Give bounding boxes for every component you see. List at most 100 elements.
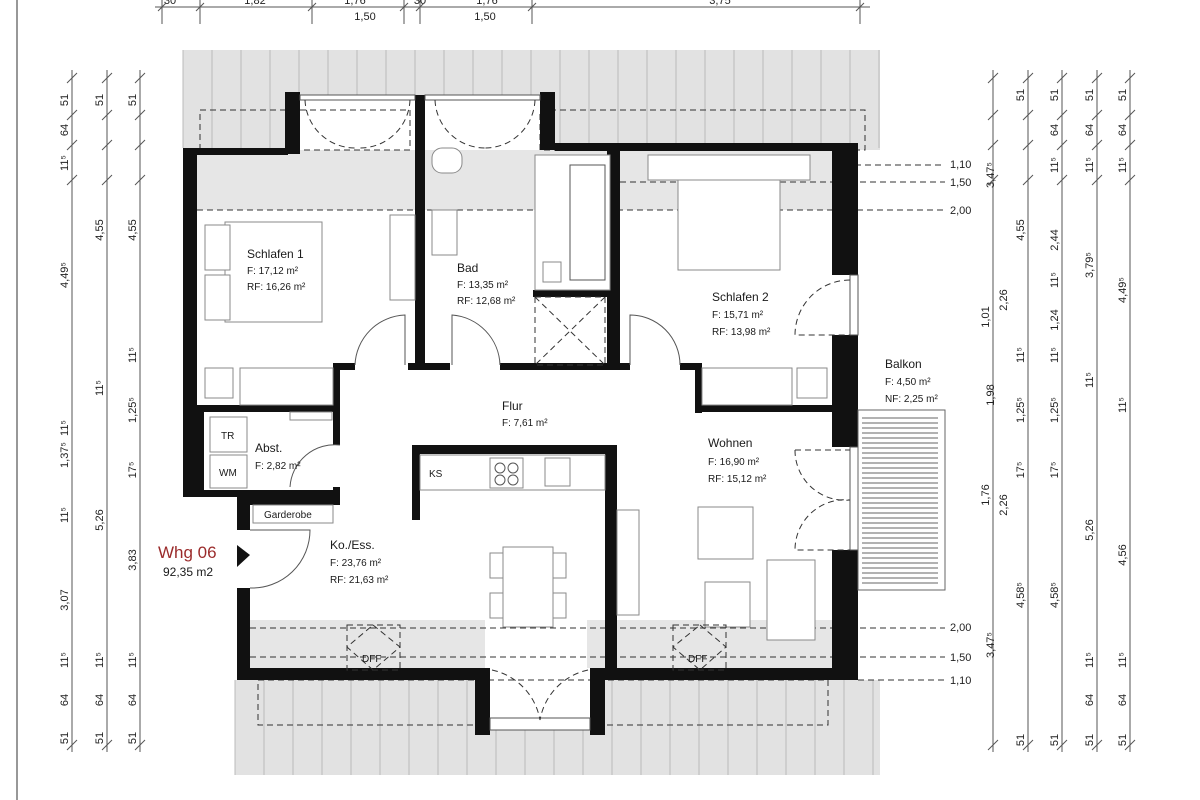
wardrobe [389, 214, 416, 301]
dimension-label: 17⁵ [1049, 462, 1061, 479]
dimension-label: 11⁵ [1117, 397, 1129, 413]
room-area-rf: RF: 12,68 m² [457, 296, 516, 307]
dimension-label: 1,50 [354, 11, 375, 23]
dimension-label: 11⁵ [1117, 652, 1129, 668]
dimension-label: 2,26 [998, 289, 1010, 310]
dimension-label: 5,26 [94, 509, 106, 530]
dimension-label: 1,25⁵ [127, 397, 139, 423]
dimension-label: 51 [127, 94, 139, 106]
dimension-label: 4,58⁵ [1015, 582, 1027, 608]
doors [249, 99, 851, 721]
balcony [857, 409, 946, 591]
dimension-label: 64 [1117, 694, 1129, 706]
dimension-label: 3,07 [59, 589, 71, 610]
room-name: Flur [502, 399, 523, 413]
dimension-label: 30 [164, 0, 176, 7]
dimension-label: 11⁵ [59, 155, 71, 171]
dimension-label: 1,25⁵ [1049, 397, 1061, 423]
slope-height-labels: 1,101,502,002,001,501,10 [950, 159, 971, 687]
dimension-label: 17⁵ [127, 462, 139, 479]
dimension-label: 1,25⁵ [1015, 397, 1027, 423]
stove [489, 457, 524, 489]
dimension-label: 1,98 [985, 384, 997, 405]
dimension-label: 64 [127, 694, 139, 706]
tv-board [616, 509, 640, 616]
wardrobe-label: Garderobe [264, 510, 312, 521]
room-area: F: 2,82 m² [255, 461, 301, 472]
dimension-label: 3,75 [709, 0, 730, 7]
dimension-label: 11⁵ [127, 652, 139, 668]
slope-height-label: 2,00 [950, 622, 971, 634]
walls [183, 92, 858, 735]
sofa [766, 559, 816, 641]
dimension-label: 64 [1049, 124, 1061, 136]
dimension-label: 4,55 [94, 219, 106, 240]
room-area-rf: RF: 21,63 m² [330, 575, 389, 586]
fridge-label: KS [429, 469, 443, 480]
dimension-label: 64 [1084, 694, 1096, 706]
bad-sink [431, 209, 458, 256]
dimension-label: 11⁵ [59, 652, 71, 668]
dimension-label: 4,55 [1015, 219, 1027, 240]
armchair [697, 506, 754, 560]
room-area: F: 23,76 m² [330, 558, 382, 569]
shower [534, 296, 606, 366]
dimension-label: 2,26 [998, 494, 1010, 515]
slope-height-label: 1,50 [950, 652, 971, 664]
dimension-label: 11⁵ [94, 380, 106, 396]
skylight-label: DFF [688, 654, 707, 665]
slope-height-label: 2,00 [950, 205, 971, 217]
dimension-label: 3,79⁵ [1084, 252, 1096, 278]
dimension-label: 3,83 [127, 549, 139, 570]
dimension-label: 11⁵ [59, 420, 71, 436]
dimension-label: 64 [94, 694, 106, 706]
dimension-label: 1,76 [476, 0, 497, 7]
room-area: F: 15,71 m² [712, 310, 764, 321]
dimension-label: 1,37⁵ [59, 442, 71, 468]
dryer-label: TR [221, 431, 234, 442]
room-area-rf: RF: 15,12 m² [708, 474, 767, 485]
dimension-label: 1,50 [474, 11, 495, 23]
dimension-label: 2,44 [1049, 229, 1061, 250]
dimension-label: 4,58⁵ [1049, 582, 1061, 608]
room-name: Schlafen 1 [247, 247, 304, 261]
dimension-label: 11⁵ [94, 652, 106, 668]
dimension-label: 17⁵ [1015, 462, 1027, 479]
dimension-label: 64 [1117, 124, 1129, 136]
slope-height-label: 1,10 [950, 675, 971, 687]
dimension-label: 11⁵ [1084, 652, 1096, 668]
dimension-label: 1,82 [244, 0, 265, 7]
slope-height-label: 1,50 [950, 177, 971, 189]
washer-label: WM [219, 468, 237, 479]
dimension-label: 4,55 [127, 219, 139, 240]
bed-schlafen1 [224, 221, 323, 323]
dimension-label: 11⁵ [1084, 157, 1096, 173]
dimension-label: 1,76 [980, 484, 992, 505]
dimension-label: 1,01 [980, 306, 992, 327]
dimension-label: 51 [1117, 734, 1129, 746]
room-area-rf: RF: 13,98 m² [712, 327, 771, 338]
room-area: F: 7,61 m² [502, 418, 548, 429]
windows [299, 94, 859, 731]
room-area: F: 13,35 m² [457, 280, 509, 291]
dimension-label: 51 [1084, 734, 1096, 746]
room-area: F: 16,90 m² [708, 457, 760, 468]
room-area-rf: RF: 16,26 m² [247, 282, 306, 293]
room-area: F: 17,12 m² [247, 266, 299, 277]
bed-schlafen2 [677, 176, 781, 271]
dimension-label: 3,47⁵ [985, 162, 997, 188]
dimension-label: 11⁵ [1049, 272, 1061, 288]
dimension-label: 11⁵ [1117, 157, 1129, 173]
dimension-label: 51 [1015, 89, 1027, 101]
room-name: Abst. [255, 441, 282, 455]
dimension-label: 11⁵ [1084, 372, 1096, 388]
unit-area: 92,35 m2 [163, 565, 213, 579]
dimension-label: 1,24 [1049, 309, 1061, 330]
dimension-label: 11⁵ [1049, 347, 1061, 363]
unit-label: Whg 06 [158, 543, 217, 562]
dimension-label: 51 [1049, 89, 1061, 101]
dimension-label: 51 [127, 732, 139, 744]
dimension-label: 3,47⁵ [985, 632, 997, 658]
